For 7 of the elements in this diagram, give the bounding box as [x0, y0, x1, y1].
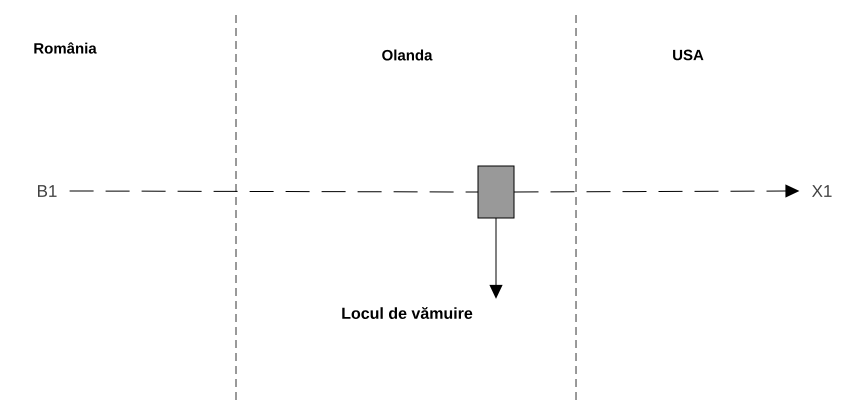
customs-box	[478, 166, 514, 218]
point-label: X1	[812, 185, 832, 197]
region-label: Olanda	[382, 50, 433, 60]
caption-text: Locul de vămuire	[342, 307, 472, 319]
point-label: B1	[38, 185, 57, 197]
region-label: USA	[673, 50, 704, 60]
region-label: România	[34, 42, 97, 54]
